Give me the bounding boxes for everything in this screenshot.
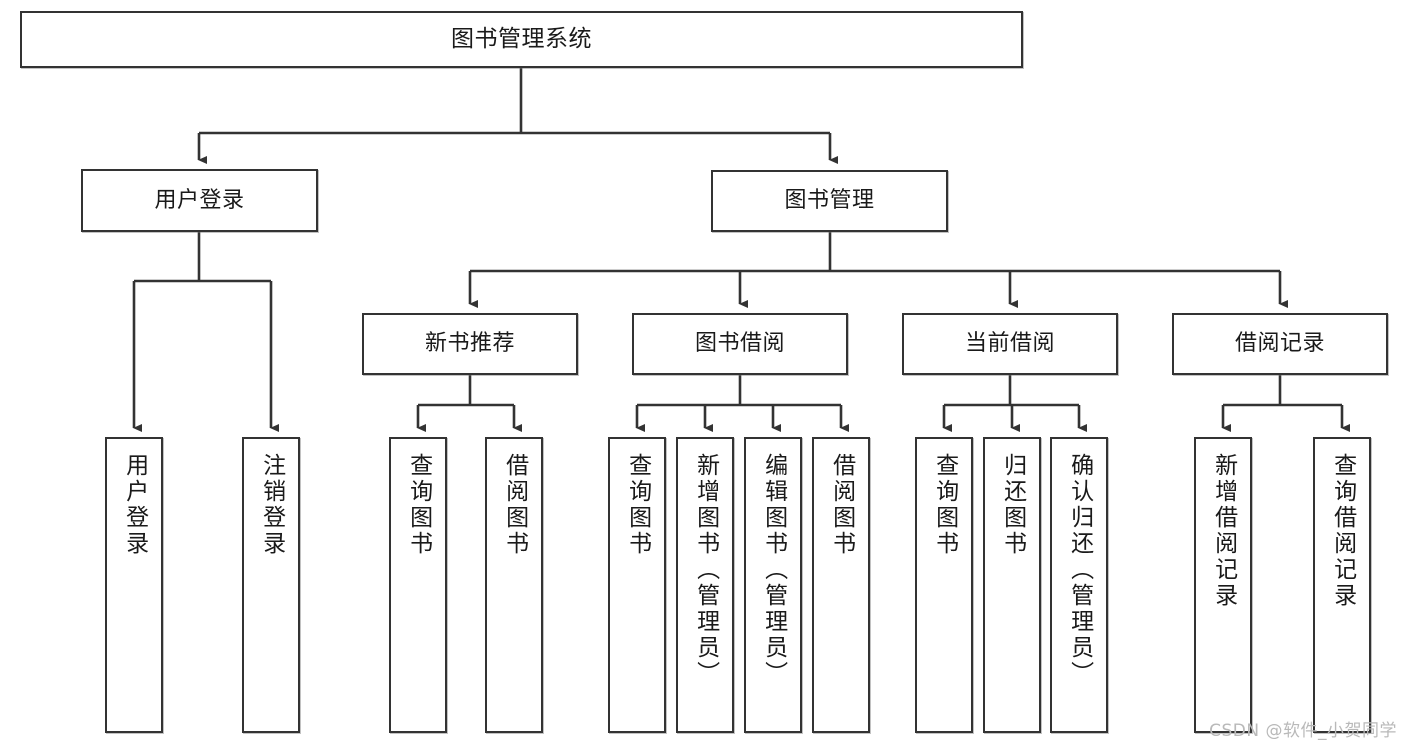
node-book-manage[interactable]: 图书管理 <box>711 170 948 232</box>
node-label: 借阅图书 <box>828 453 855 557</box>
node-label: 查询图书 <box>624 453 651 557</box>
node-leaf-borrow-book-1[interactable]: 借阅图书 <box>485 437 543 733</box>
node-label: 确认归还（管理员） <box>1066 453 1093 687</box>
node-label: 查询借阅记录 <box>1329 453 1356 609</box>
node-label: 查询图书 <box>405 453 432 557</box>
node-label: 用户登录 <box>154 187 245 213</box>
node-label: 新增借阅记录 <box>1210 453 1237 609</box>
node-leaf-query-book-3[interactable]: 查询图书 <box>915 437 973 733</box>
node-leaf-borrow-book-2[interactable]: 借阅图书 <box>812 437 870 733</box>
node-label: 图书管理系统 <box>451 26 592 53</box>
node-leaf-return-book[interactable]: 归还图书 <box>983 437 1041 733</box>
node-book-borrow[interactable]: 图书借阅 <box>632 313 848 375</box>
node-leaf-query-book-1[interactable]: 查询图书 <box>389 437 447 733</box>
node-leaf-edit-book[interactable]: 编辑图书（管理员） <box>744 437 802 733</box>
node-user-login[interactable]: 用户登录 <box>81 169 318 232</box>
node-leaf-query-book-2[interactable]: 查询图书 <box>608 437 666 733</box>
node-label: 借阅图书 <box>501 453 528 557</box>
node-leaf-user-login[interactable]: 用户登录 <box>105 437 163 733</box>
node-leaf-add-book[interactable]: 新增图书（管理员） <box>676 437 734 733</box>
node-label: 新增图书（管理员） <box>692 453 719 687</box>
node-leaf-query-record[interactable]: 查询借阅记录 <box>1313 437 1371 733</box>
node-label: 当前借阅 <box>964 331 1055 357</box>
node-label: 查询图书 <box>931 453 958 557</box>
node-label: 注销登录 <box>258 453 285 557</box>
node-leaf-logout-login[interactable]: 注销登录 <box>242 437 300 733</box>
node-label: 图书管理 <box>784 188 875 214</box>
node-leaf-confirm-return[interactable]: 确认归还（管理员） <box>1050 437 1108 733</box>
csdn-watermark: CSDN @软件_小贺同学 <box>1209 721 1397 741</box>
node-new-book-recommend[interactable]: 新书推荐 <box>362 313 578 375</box>
node-label: 归还图书 <box>999 453 1026 557</box>
node-label: 编辑图书（管理员） <box>760 453 787 687</box>
node-label: 借阅记录 <box>1234 331 1325 357</box>
node-label: 图书借阅 <box>694 331 785 357</box>
node-borrow-record[interactable]: 借阅记录 <box>1172 313 1388 375</box>
node-root-system[interactable]: 图书管理系统 <box>20 11 1023 68</box>
node-label: 新书推荐 <box>424 331 515 357</box>
node-label: 用户登录 <box>121 453 148 557</box>
node-leaf-add-record[interactable]: 新增借阅记录 <box>1194 437 1252 733</box>
node-current-borrow[interactable]: 当前借阅 <box>902 313 1118 375</box>
